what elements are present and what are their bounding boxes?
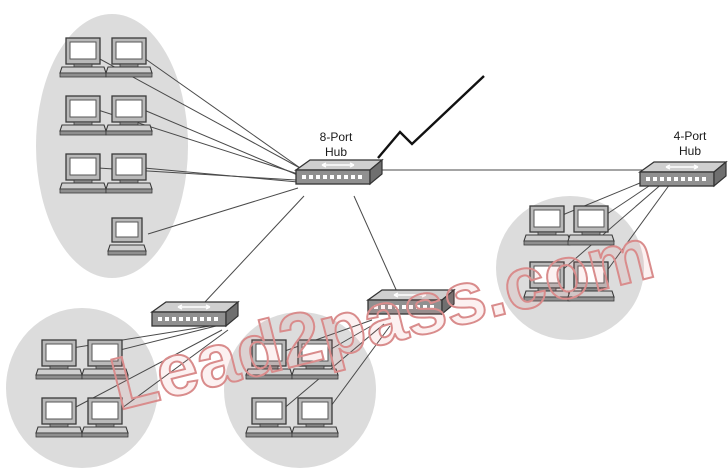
pc-icon	[35, 397, 83, 438]
pc-icon	[105, 153, 153, 194]
pc-icon	[245, 397, 293, 438]
hub-4-port-label-line1: 4-Port	[674, 129, 707, 143]
hub-8-port-label-line2: Hub	[325, 145, 347, 159]
hub-8-port-icon	[295, 159, 383, 185]
pc-icon	[59, 153, 107, 194]
pc-icon	[105, 37, 153, 78]
pc-icon	[107, 217, 147, 256]
hub-4-port-icon	[639, 161, 727, 187]
hub-8-port-label-line1: 8-Port	[320, 130, 353, 144]
wan-link-icon	[377, 75, 485, 159]
hub-4-port-label-line2: Hub	[679, 144, 701, 158]
pc-icon	[35, 339, 83, 380]
pc-icon	[59, 95, 107, 136]
pc-icon	[59, 37, 107, 78]
pc-icon	[291, 397, 339, 438]
pc-icon	[105, 95, 153, 136]
cluster-left	[36, 14, 188, 278]
